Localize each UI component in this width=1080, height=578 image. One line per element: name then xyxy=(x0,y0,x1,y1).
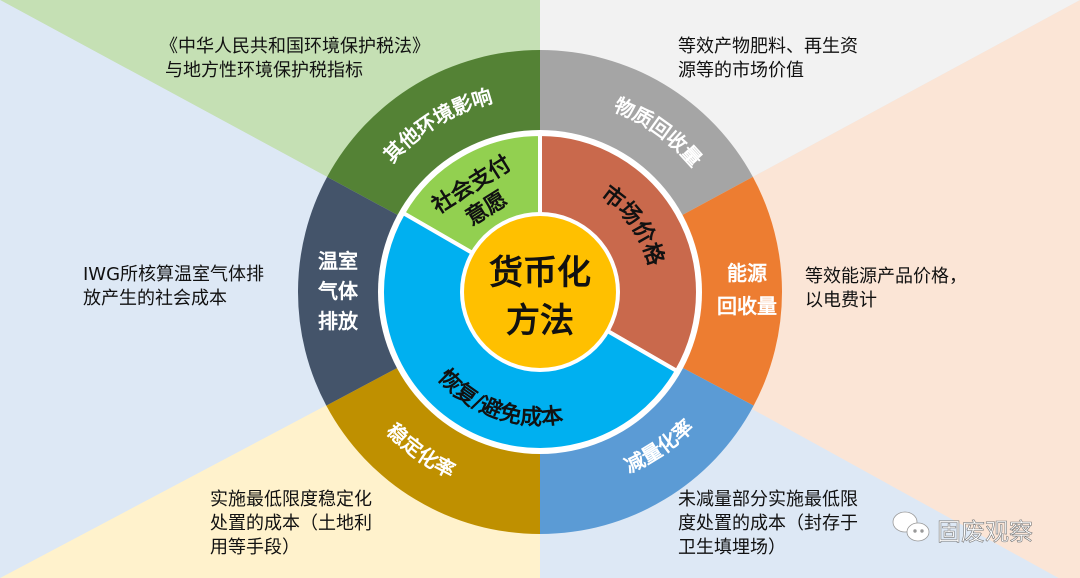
energy-recovery-line1: 能源 xyxy=(727,261,767,285)
wechat-icon xyxy=(892,511,930,542)
annotation-bottom-right-2: 度处置的成本（封存于 xyxy=(678,513,858,534)
annotation-bottom-left-2: 处置的成本（土地利 xyxy=(210,513,372,534)
segment-material-recovery xyxy=(540,50,753,216)
outer-ring xyxy=(297,50,782,534)
annotation-left-1: IWG所核算温室气体排 xyxy=(83,264,264,285)
ghg-emission-line3: 排放 xyxy=(318,309,359,333)
bg-sector-right xyxy=(540,0,1080,578)
segment-reduction-rate xyxy=(540,367,754,534)
center-title-line2: 方法 xyxy=(506,301,574,341)
ghg-emission-line1: 温室 xyxy=(318,249,358,273)
ghg-emission-line2: 气体 xyxy=(317,279,359,303)
segment-stabilization-rate xyxy=(326,367,540,534)
segment-ghg-emission xyxy=(297,176,400,406)
center-title-line1: 货币化 xyxy=(489,253,591,293)
bg-sector-left xyxy=(0,0,540,578)
center-circle xyxy=(464,216,616,368)
annotation-top-right-1: 等效产物肥料、再生资 xyxy=(678,36,858,57)
annotation-top-left-2: 与地方性环境保护税指标 xyxy=(165,60,363,81)
segment-energy-recovery xyxy=(680,176,782,406)
annotation-left-2: 放产生的社会成本 xyxy=(83,288,227,309)
annotation-top-right-2: 源等的市场价值 xyxy=(678,60,804,81)
bg-sector-bottom-right xyxy=(540,292,1080,578)
annotation-right-2: 以电费计 xyxy=(805,290,877,311)
annotation-bottom-left-1: 实施最低限度稳定化 xyxy=(210,489,372,510)
annotation-right-1: 等效能源产品价格， xyxy=(805,266,967,287)
watermark-text: 固废观察 xyxy=(937,518,1033,546)
energy-recovery-line2: 回收量 xyxy=(717,294,777,318)
annotation-bottom-right-1: 未减量部分实施最低限 xyxy=(678,489,858,510)
annotation-bottom-left-3: 用等手段） xyxy=(210,537,300,558)
annotation-top-left-1: 《中华人民共和国环境保护税法》 xyxy=(160,36,430,57)
segment-other-env-impact xyxy=(327,50,540,216)
annotation-bottom-right-3: 卫生填埋场） xyxy=(678,537,786,558)
